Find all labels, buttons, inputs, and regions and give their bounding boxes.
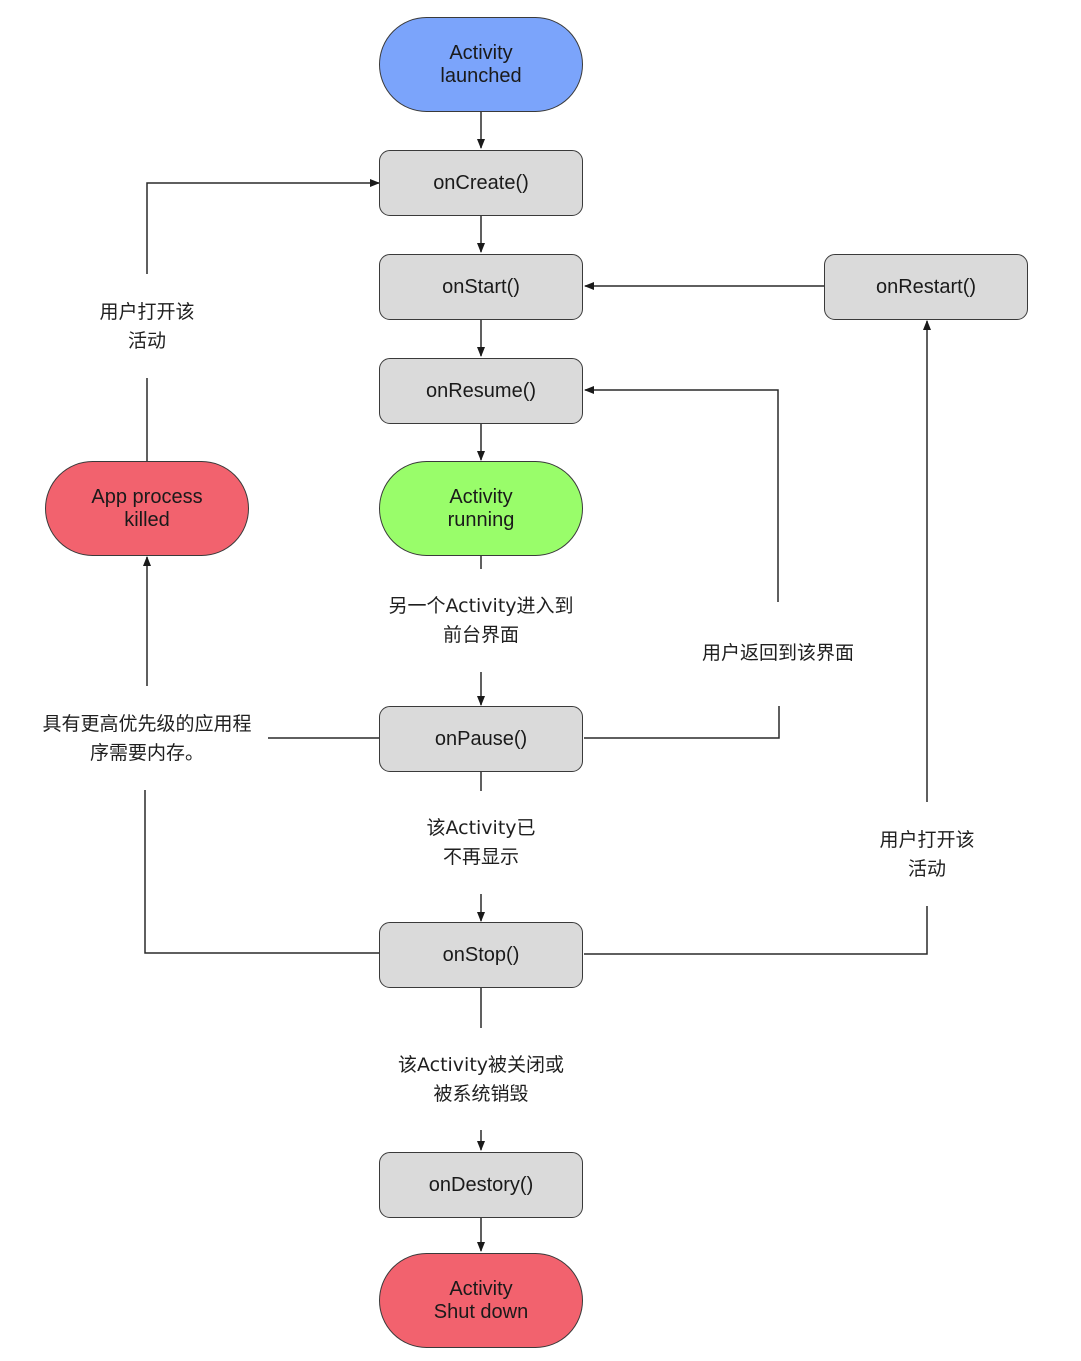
edge-killed-to-oncreate-b	[146, 179, 380, 274]
edge-label-user-opens-activity-left: 用户打开该 活动	[99, 301, 195, 352]
on-stop-node: onStop()	[379, 922, 583, 988]
edge-onstop-to-killed	[144, 790, 380, 954]
on-pause-node: onPause()	[379, 706, 583, 772]
activity-shut-down-node: Activity Shut down	[379, 1253, 583, 1348]
activity-launched-node: Activity launched	[379, 17, 583, 112]
edge-label-user-returns: 用户返回到该界面	[701, 642, 854, 664]
activity-running-node: Activity running	[379, 461, 583, 556]
edge-label-user-opens-activity-right: 用户打开该 活动	[879, 829, 975, 880]
edge-label-finished-or-destroyed: 该Activity被关闭或 被系统销毁	[397, 1054, 565, 1105]
edge-onpause-to-onresume-b	[584, 386, 779, 602]
on-resume-node: onResume()	[379, 358, 583, 424]
on-create-node: onCreate()	[379, 150, 583, 216]
edge-label-higher-priority-memory: 具有更高优先级的应用程 序需要内存。	[42, 713, 252, 764]
edge-label-another-activity-foreground: 另一个Activity进入到 前台界面	[388, 595, 574, 646]
on-restart-node: onRestart()	[824, 254, 1028, 320]
edge-onpause-to-onresume-a	[584, 706, 780, 739]
on-destroy-node: onDestory()	[379, 1152, 583, 1218]
edge-label-no-longer-visible: 该Activity已 不再显示	[426, 817, 536, 868]
on-start-node: onStart()	[379, 254, 583, 320]
app-process-killed-node: App process killed	[45, 461, 249, 556]
edge-onstop-to-onrestart-a	[584, 906, 928, 955]
